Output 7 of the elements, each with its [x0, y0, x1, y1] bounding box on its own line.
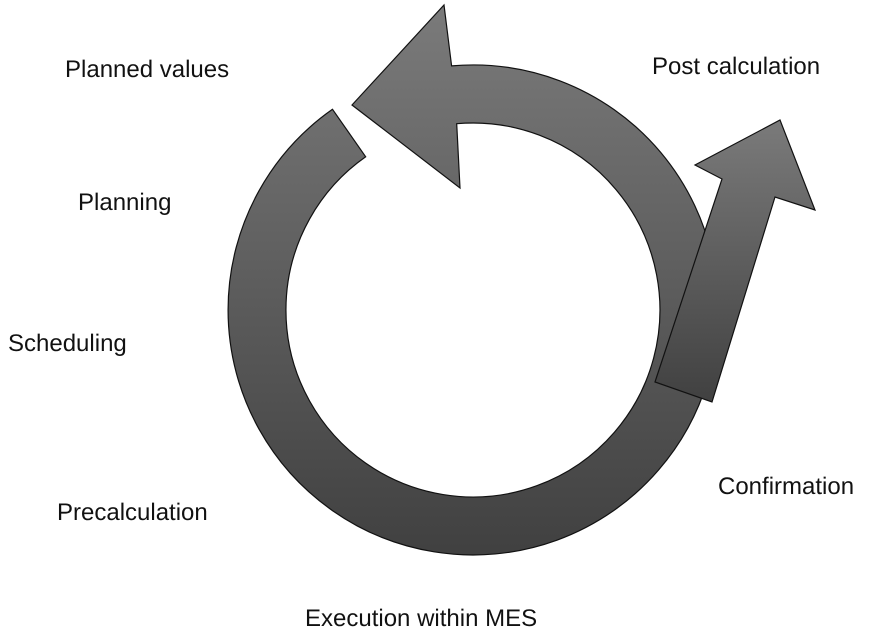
stage-label: Precalculation — [57, 499, 208, 527]
stage-label: Planning — [78, 189, 172, 217]
stage-label: Planned values — [65, 56, 230, 84]
stage-label: Post calculation — [652, 53, 820, 81]
stage-label: Scheduling — [8, 330, 127, 358]
stage-label: Execution within MES — [305, 605, 538, 633]
stage-label: Confirmation — [718, 473, 854, 501]
